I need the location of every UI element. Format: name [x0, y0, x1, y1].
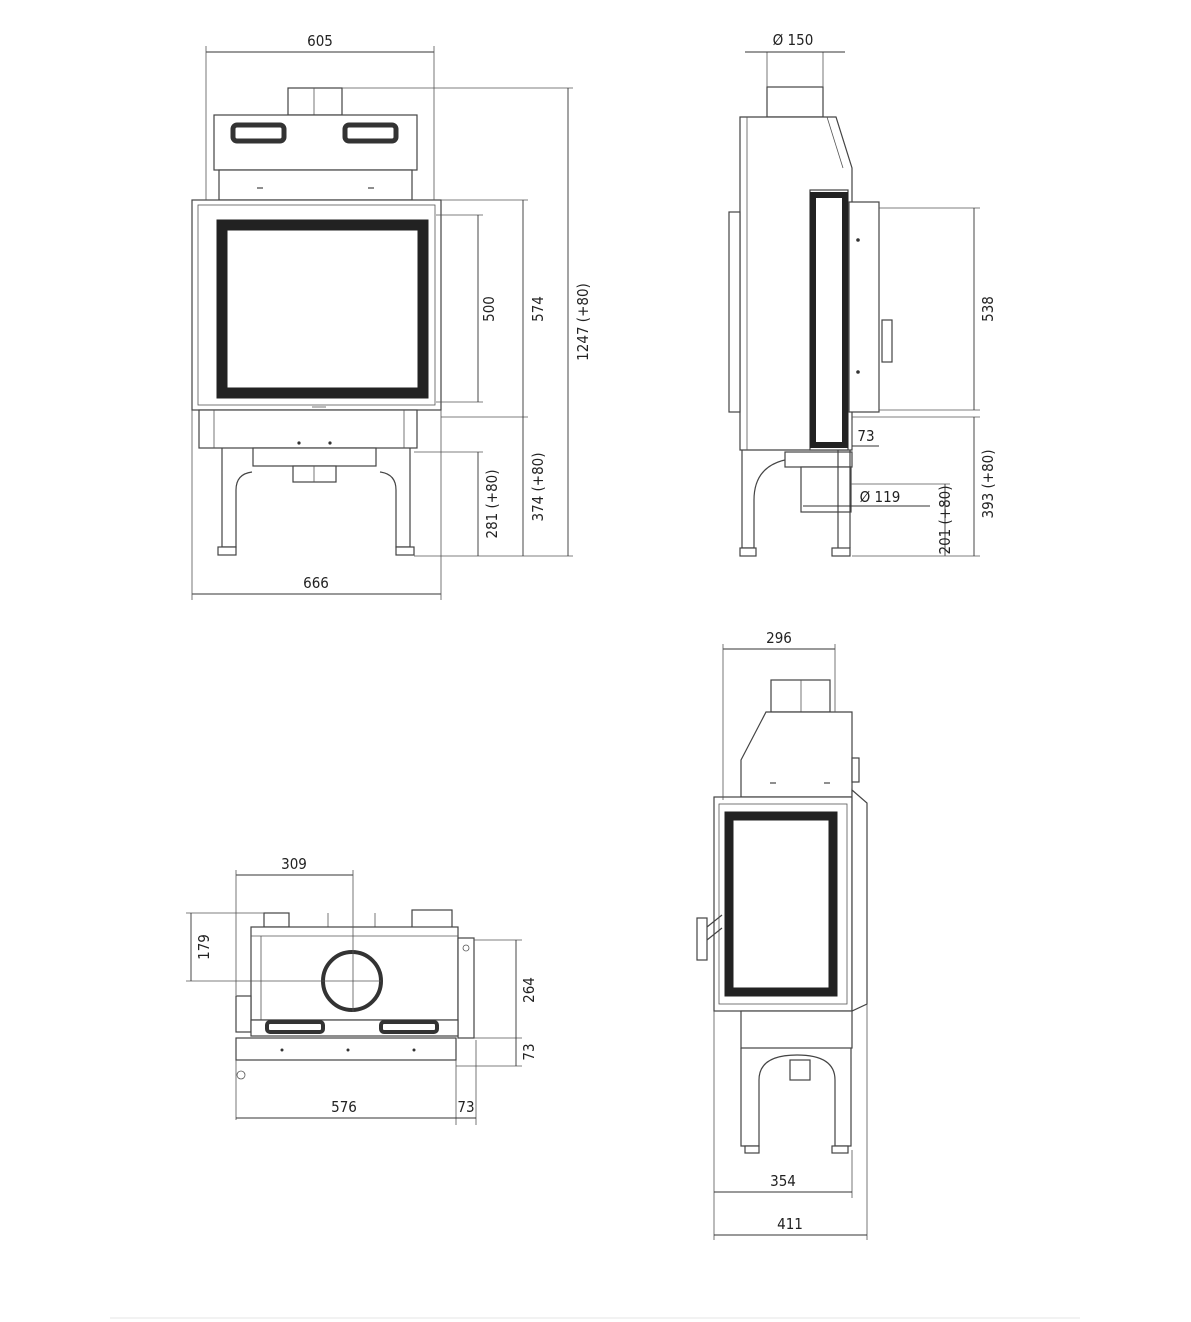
side-flue-diameter-label: Ø 150 — [773, 31, 814, 49]
front-glass-height-label: 500 — [480, 296, 498, 322]
side-door-depth-label: 73 — [857, 427, 874, 445]
side-base-height-label: 393 (+80) — [979, 449, 997, 518]
top-frame-width-label: 73 — [457, 1098, 474, 1116]
rear-top-width-label: 296 — [766, 629, 792, 647]
front-door-height-label: 574 — [529, 296, 547, 322]
side-inlet-diameter-label: Ø 119 — [860, 488, 901, 506]
rear-width-354-label: 354 — [770, 1172, 796, 1190]
side-door-height-label: 538 — [979, 296, 997, 322]
top-view: 309 179 264 73 576 73 — [186, 855, 538, 1125]
front-leg-height-label: 281 (+80) — [483, 469, 501, 538]
top-flue-depth-label: 179 — [195, 934, 213, 960]
side-inlet-height-label: 201 (+80) — [936, 485, 954, 554]
front-width-bottom-label: 666 — [303, 574, 329, 592]
top-body-width-label: 576 — [331, 1098, 357, 1116]
side-view: Ø 150 538 73 Ø 119 201 (+80) — [728, 31, 997, 557]
front-view: 605 666 500 574 1247 (+80) 281 (+80) 374… — [191, 32, 592, 600]
top-body-depth-label: 264 — [520, 977, 538, 1003]
rear-side-view: 296 354 411 — [696, 629, 868, 1240]
front-base-height-label: 374 (+80) — [529, 452, 547, 521]
top-frame-depth-label: 73 — [520, 1043, 538, 1060]
rear-width-411-label: 411 — [777, 1215, 803, 1233]
top-flue-offset-label: 309 — [281, 855, 307, 873]
front-total-height-label: 1247 (+80) — [574, 283, 592, 361]
front-width-top-label: 605 — [307, 32, 333, 50]
